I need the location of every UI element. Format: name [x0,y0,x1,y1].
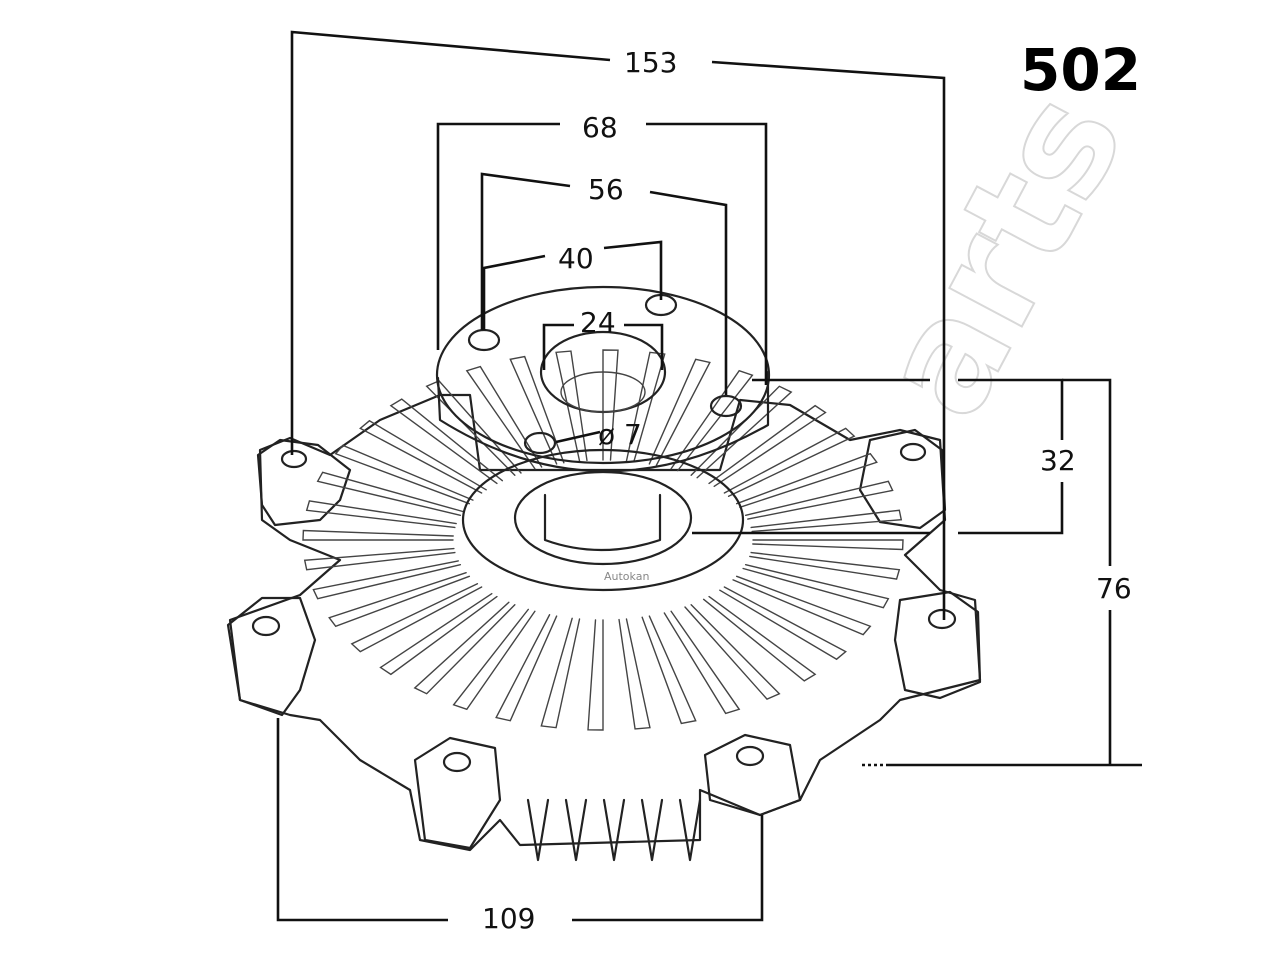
fin [750,509,903,533]
fin [452,608,536,711]
fin [328,572,471,628]
cooling-fins [302,349,904,731]
hub-flange-side [436,370,770,473]
part-number: 502 [1020,36,1141,104]
dim-line-153 [290,30,946,620]
dim-line-56 [480,172,728,395]
fin [618,618,651,730]
dim-label-total-height: 76 [1096,572,1132,605]
fin [312,560,462,600]
dim-label-base-bolt-span: 109 [482,902,535,935]
shaft-body [543,493,662,552]
fan-clutch-illustration: Autokan [226,285,982,862]
ear-hole-bottom-right [735,745,765,767]
bottom-fan-teeth [526,798,702,862]
base-body [228,393,982,852]
ear-hole-lower-left [251,615,281,637]
dim-leader-bolt-hole [555,430,601,444]
fin [690,385,793,479]
fin [752,539,904,551]
hub-bolt-hole-3 [709,394,743,418]
fin [316,471,464,516]
fin [540,617,581,729]
dim-line-109 [276,718,764,922]
ear-hole-lower-right [927,608,957,630]
dim-line-24 [542,323,664,370]
hub-bolt-hole-4 [523,431,557,455]
hub-flange-top [435,285,771,465]
dim-label-overall-width: 153 [624,46,677,79]
fin [305,500,457,529]
ear-hole-upper-right [899,442,927,462]
bearing-collar-outer [461,448,745,592]
ear-upper-right [858,428,947,530]
fin [719,586,847,661]
hub-bolt-hole-1 [467,328,501,352]
dim-line-40 [482,240,663,330]
dim-label-center-bore: 24 [580,306,616,339]
ear-lower-left [226,596,317,717]
fin [350,583,483,653]
fin [749,551,901,580]
ear-hole-upper-left [280,449,308,469]
fin [509,355,565,465]
fan-tooth [678,798,702,862]
fin [684,604,781,700]
dimension-lines [276,30,1142,922]
ear-lower-right [893,590,982,700]
fin [732,575,872,636]
fin [302,529,454,541]
dim-label-hub-bolt-circle: 56 [588,173,624,206]
fin [670,369,754,472]
dim-line-76 [886,378,1142,767]
fan-tooth [602,798,626,862]
fan-tooth [640,798,664,862]
fin [425,380,522,476]
dim-label-bolt-hole: ø 7 [598,418,642,451]
fin [555,350,588,462]
fin [723,427,856,497]
fin [495,614,558,722]
fin [735,452,878,508]
fin [413,601,516,695]
fin [465,365,543,470]
ear-bottom-right [703,733,802,817]
fin [303,547,456,571]
fin [389,398,504,485]
dim-line-68 [436,122,768,385]
fin [708,404,827,488]
hub-center-bore-inner [560,371,646,413]
fin [587,619,604,731]
fin [334,444,474,505]
fan-tooth [526,798,550,862]
fin [702,595,817,682]
fin [663,610,741,715]
ear-bottom-left [413,736,502,850]
fin [379,592,498,676]
fin [742,564,890,609]
fin [641,615,697,725]
maker-mark: Autokan [604,570,649,583]
fin [602,349,619,461]
fin [648,358,711,466]
dim-label-hub-hole-span: 40 [558,242,594,275]
dim-label-outer-bolt-span: 68 [582,111,618,144]
dim-label-hub-height: 32 [1040,444,1076,477]
ear-hole-bottom-left [442,751,472,773]
fin [359,419,487,494]
fin [744,480,894,520]
fan-tooth [564,798,588,862]
